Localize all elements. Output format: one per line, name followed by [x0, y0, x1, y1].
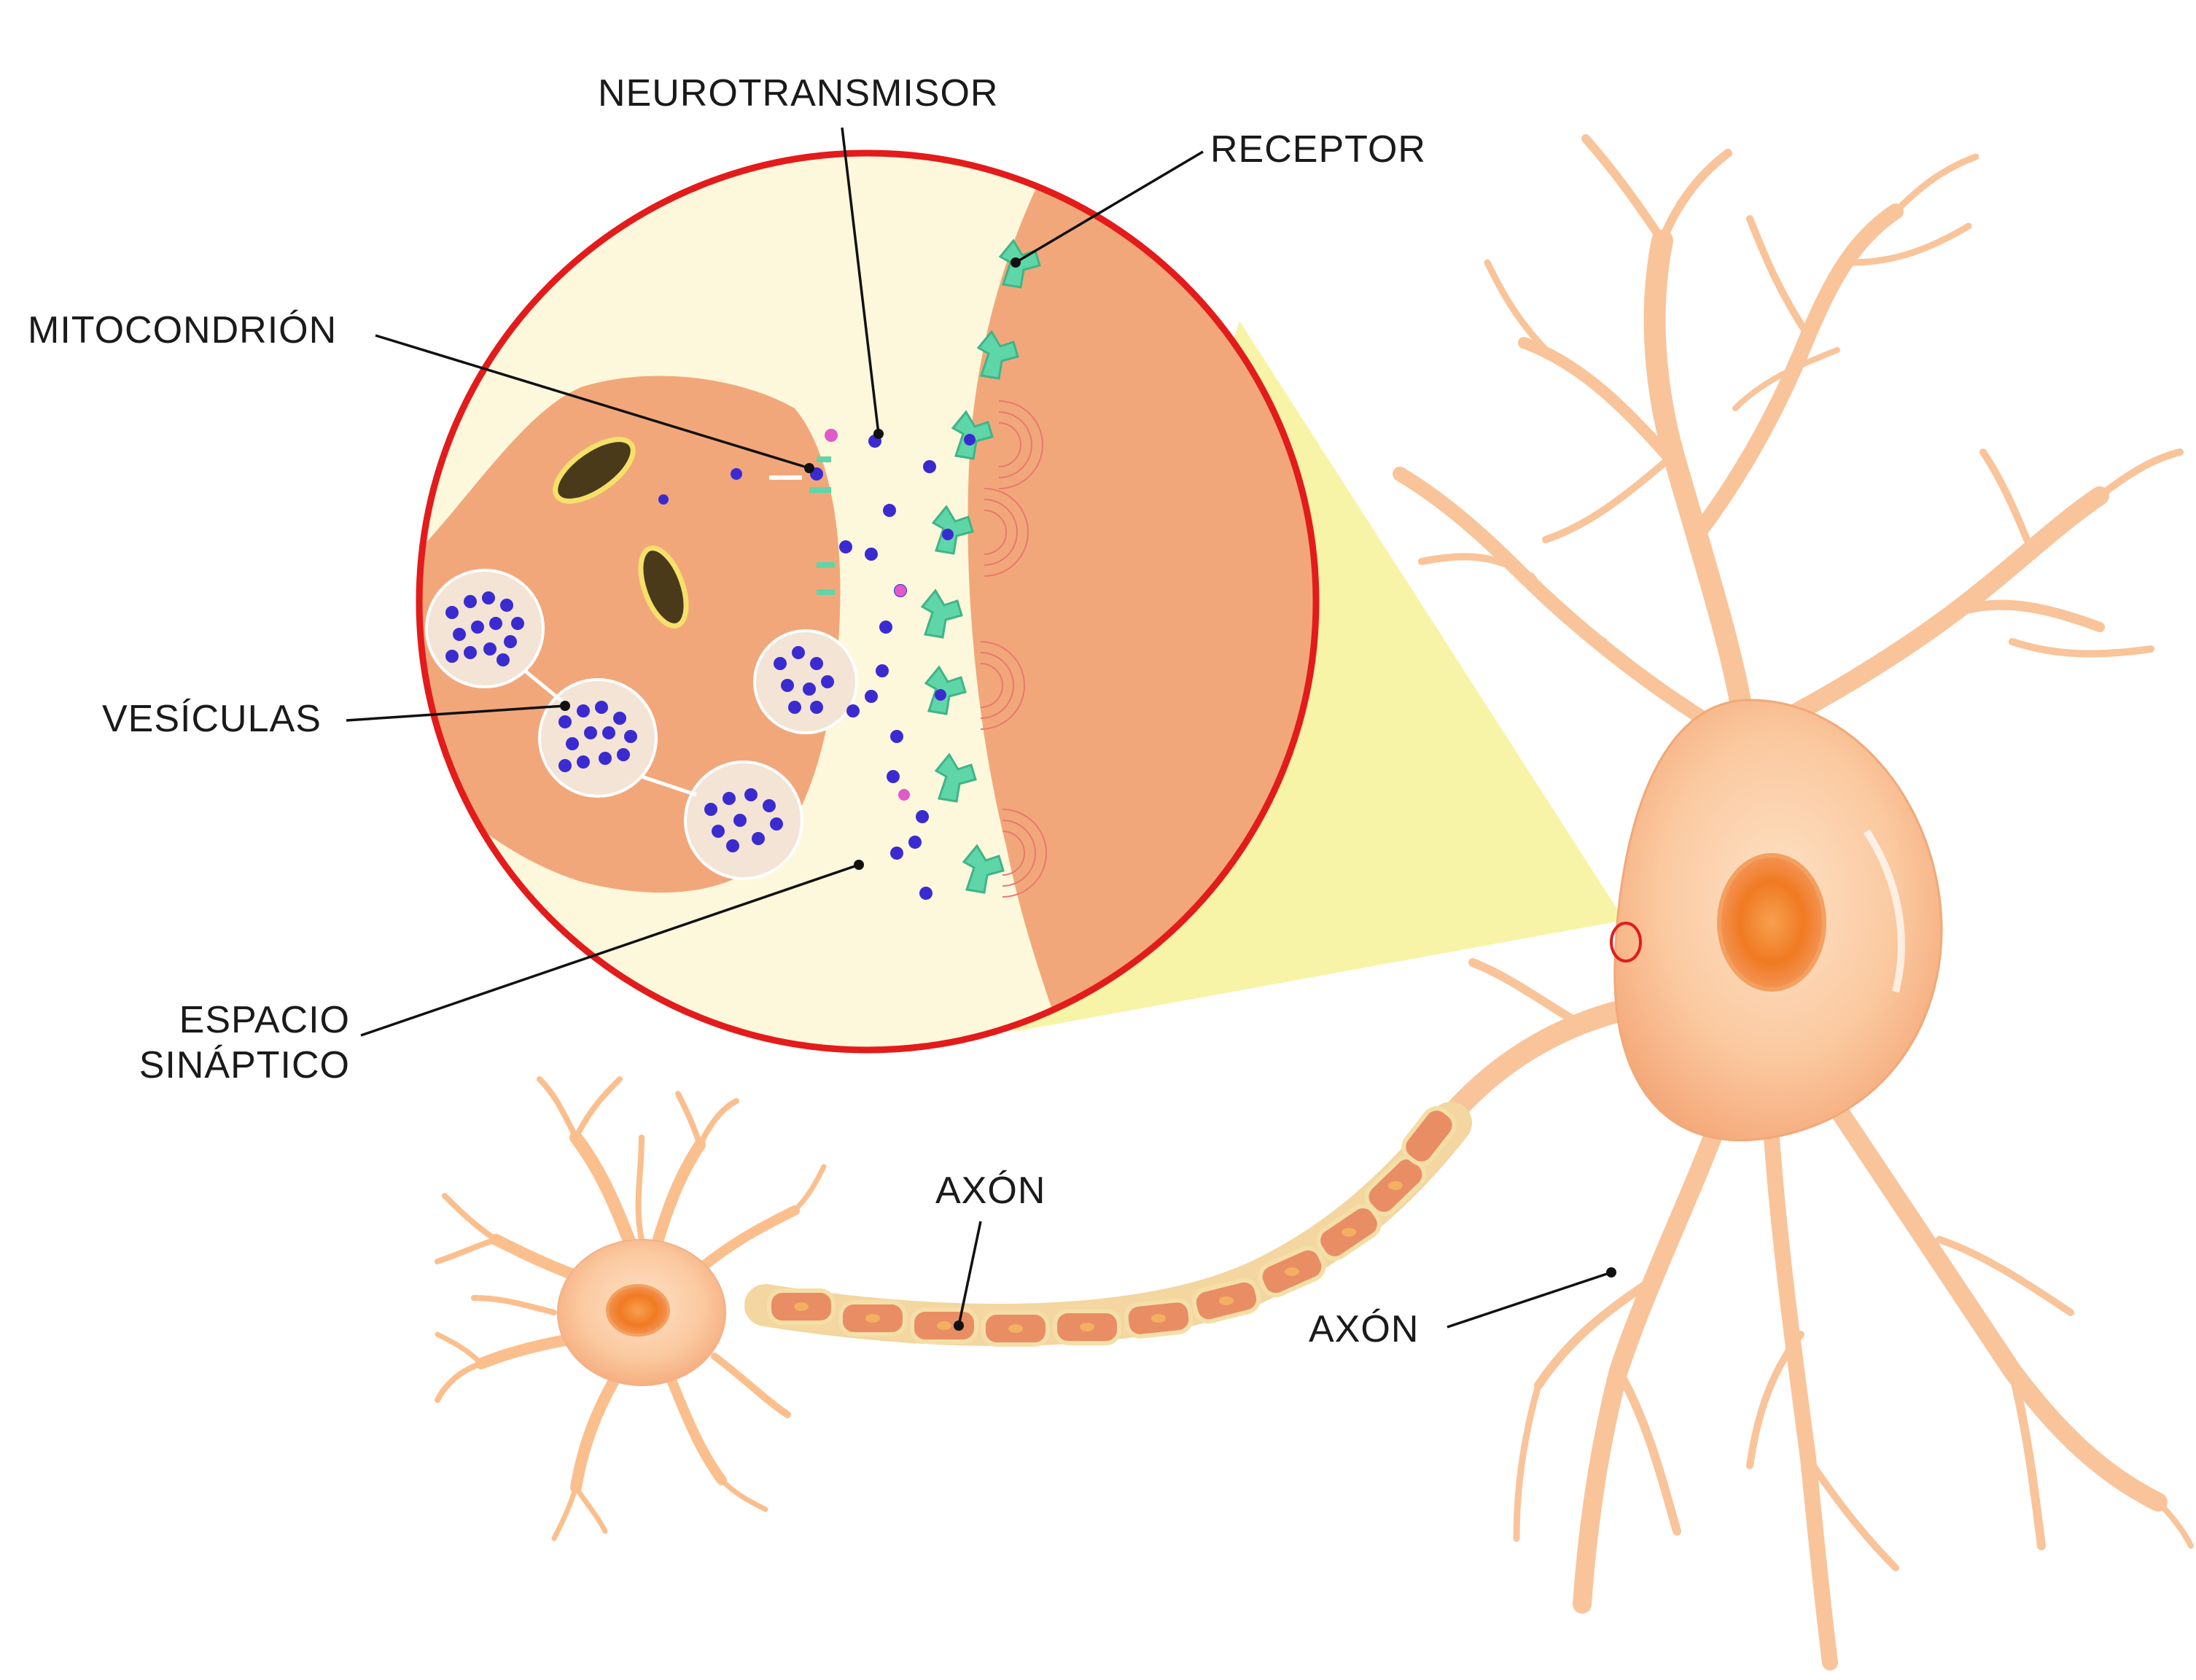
label-neurotransmisor: NEUROTRANSMISOR: [598, 72, 998, 114]
leader-end-axon-large: [1606, 1267, 1616, 1278]
release-channels: [809, 456, 835, 595]
vesicle-arrows: [523, 669, 697, 797]
large-neuron-lower-dendrites: [1440, 958, 2194, 1671]
myelin-nuclei: [794, 1181, 1403, 1333]
cleft-neurotransmitters: [658, 435, 936, 900]
soma-highlight: [1863, 829, 1905, 993]
label-axon-large: AXÓN: [1309, 1308, 1419, 1350]
large-neuron: [1393, 134, 2194, 1671]
leader-end-espacio: [854, 860, 864, 870]
label-espacio-line2: SINÁPTICO: [139, 1044, 350, 1086]
leader-vesiculas: [346, 704, 566, 722]
leader-receptor: [1015, 150, 1204, 264]
large-neuron-dendrites: [1393, 134, 2184, 747]
leader-axon-large: [1447, 1271, 1612, 1329]
small-neuron: [435, 1076, 827, 1541]
myelinated-axon: [744, 1102, 1472, 1347]
leader-end-mitocondrion: [804, 463, 814, 473]
leader-end-axon-small: [954, 1321, 964, 1331]
zoom-ring: [416, 149, 1320, 1054]
small-neuron-nucleus: [606, 1284, 670, 1337]
leader-neurotransmisor: [841, 127, 880, 435]
receptor-bound-transmitters: [935, 434, 976, 701]
receptor-activity-arcs: [980, 400, 1047, 898]
leader-lines: [346, 127, 1616, 1331]
label-mitocondrion: MITOCONDRIÓN: [28, 309, 337, 351]
cleft-pink-molecules: [825, 429, 910, 801]
label-receptor: RECEPTOR: [1210, 128, 1426, 171]
small-neuron-dendrites: [435, 1076, 827, 1541]
leader-mitocondrion: [375, 334, 810, 470]
labels: NEUROTRANSMISOR RECEPTOR MITOCONDRIÓN VE…: [28, 72, 1426, 1350]
label-vesiculas: VESÍCULAS: [102, 698, 322, 740]
label-espacio-line1: ESPACIO: [179, 999, 350, 1041]
vesicle-neurotransmitters: [445, 591, 834, 852]
leader-end-receptor: [1011, 257, 1021, 268]
leader-axon-small: [957, 1221, 982, 1326]
zoom-origin-marker: [1610, 922, 1642, 962]
large-neuron-nucleus: [1717, 853, 1826, 992]
mitochondria: [553, 437, 689, 629]
leader-espacio: [360, 863, 860, 1037]
leader-end-neurotransmisor: [873, 429, 884, 439]
leader-end-vesiculas: [560, 701, 570, 711]
label-axon-small: AXÓN: [935, 1170, 1046, 1212]
